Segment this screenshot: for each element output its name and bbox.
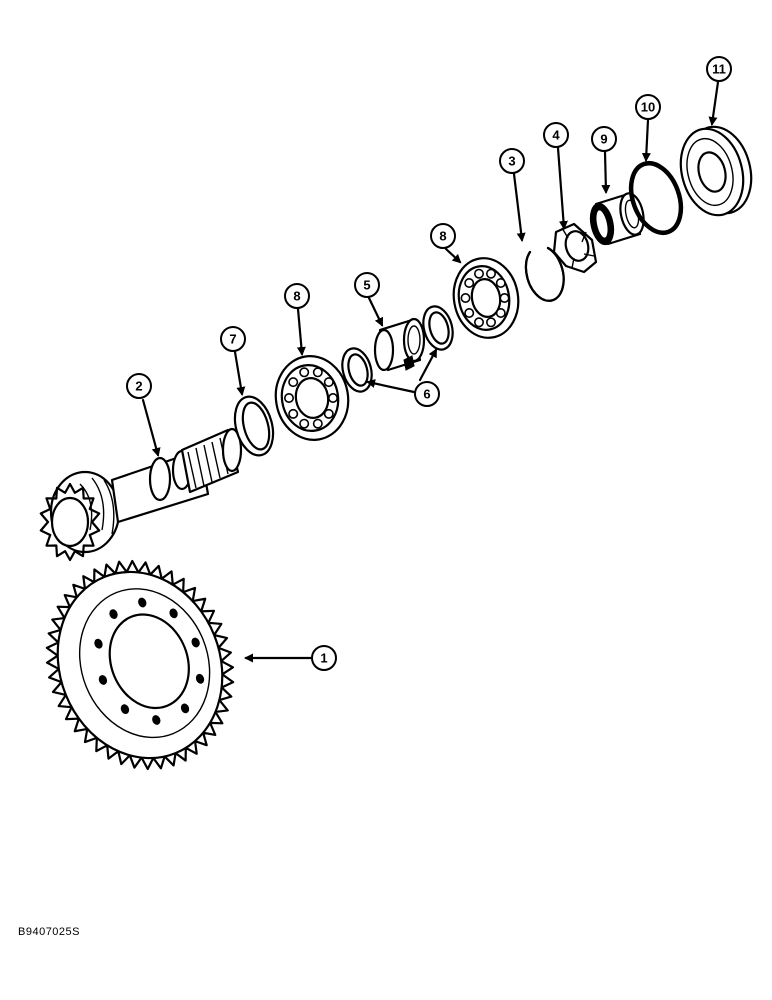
bolt-hole	[195, 673, 205, 684]
callout-9-label: 9	[600, 132, 607, 147]
bearing-ball	[288, 408, 299, 419]
callout-6: 6	[414, 381, 440, 407]
bolt-hole	[138, 597, 147, 608]
callout-5: 5	[354, 272, 380, 298]
bearing-ball	[495, 277, 506, 288]
pinion-shaft	[39, 427, 243, 562]
callout-7: 7	[220, 326, 246, 352]
bolt-hole	[191, 637, 200, 648]
bolt-hole	[152, 715, 161, 725]
bearing-ball	[299, 418, 310, 429]
callout-4-label: 4	[552, 128, 560, 143]
callout-5-label: 5	[363, 278, 370, 293]
bolt-hole	[109, 609, 118, 619]
callout-1-label: 1	[320, 651, 327, 666]
callout-2-label: 2	[135, 379, 142, 394]
callout-3: 3	[499, 148, 525, 174]
bearing-ball	[460, 292, 471, 303]
bearing-cap-11	[679, 125, 753, 217]
shim-upper	[422, 305, 454, 351]
bearing-ball	[464, 307, 475, 318]
bearing-ball	[499, 292, 510, 303]
o-ring-10	[628, 161, 684, 235]
ring-gear	[45, 559, 235, 771]
callout-10: 10	[635, 94, 661, 120]
bearing-ball	[473, 268, 484, 279]
callout-3-label: 3	[508, 154, 515, 169]
bearing-ball	[327, 392, 338, 403]
callout-4: 4	[543, 122, 569, 148]
snap-ring-7	[233, 395, 275, 457]
callout-11-label: 11	[712, 62, 726, 77]
bearing-ball	[323, 408, 334, 419]
bolt-hole	[169, 608, 178, 619]
bearing-ball	[299, 367, 310, 378]
bearing-ball	[323, 377, 334, 388]
callout-8-lower: 8	[284, 283, 310, 309]
callout-11: 11	[706, 56, 732, 82]
callout-1: 1	[311, 645, 337, 671]
bearing-ball	[288, 377, 299, 388]
bolt-hole	[120, 704, 130, 715]
figure-code: B9407025S	[18, 926, 80, 938]
callout-7-label: 7	[229, 332, 236, 347]
bolt-hole	[94, 638, 103, 649]
callout-2: 2	[126, 373, 152, 399]
bearing-ball	[312, 367, 323, 378]
leader-lines	[141, 80, 720, 663]
callout-10-label: 10	[641, 100, 655, 115]
bolt-hole	[180, 703, 190, 714]
ball-bearing-upper	[452, 257, 520, 339]
seal-9	[589, 192, 645, 246]
callout-6-label: 6	[423, 387, 430, 402]
bearing-ball	[485, 317, 496, 328]
bearing-ball	[473, 317, 484, 328]
bearing-ball	[312, 418, 323, 429]
shim-lower	[341, 347, 373, 393]
ball-bearing-lower	[274, 355, 350, 441]
callout-8-lower-label: 8	[293, 289, 300, 304]
spacer-5	[373, 317, 426, 372]
callout-9: 9	[591, 126, 617, 152]
snap-ring-3	[524, 246, 565, 302]
bearing-ball	[283, 392, 294, 403]
bearing-ball	[495, 307, 506, 318]
bearing-ball	[464, 277, 475, 288]
callout-8-upper-label: 8	[439, 229, 446, 244]
callout-8-upper: 8	[430, 223, 456, 249]
lock-nut-4	[552, 222, 598, 274]
bolt-hole	[98, 675, 108, 685]
bearing-ball	[485, 268, 496, 279]
